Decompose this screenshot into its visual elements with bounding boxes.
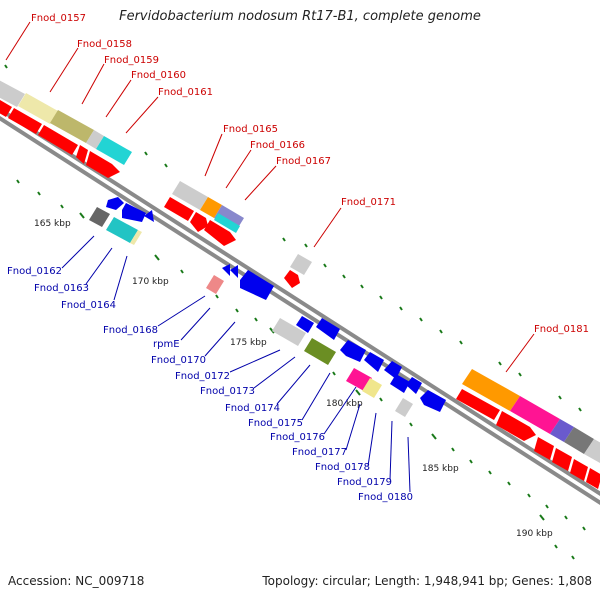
cds-arrow[interactable] xyxy=(204,220,236,246)
cds-arrow[interactable] xyxy=(164,197,194,221)
scale-label: 170 kbp xyxy=(132,277,169,287)
gene-feature[interactable] xyxy=(395,398,413,417)
cds-arrow[interactable] xyxy=(86,151,120,178)
gene-feature[interactable] xyxy=(564,427,594,454)
cds-arrow[interactable] xyxy=(144,210,154,222)
gene-feature[interactable] xyxy=(272,318,306,346)
gene-feature[interactable] xyxy=(510,396,560,434)
gene-label-forward[interactable]: Fnod_0160 xyxy=(131,70,186,81)
cds-arrow[interactable] xyxy=(420,390,446,412)
gene-feature[interactable] xyxy=(0,78,25,107)
scale-ticks-outer xyxy=(4,64,582,412)
gene-label-forward[interactable]: Fnod_0166 xyxy=(250,140,305,151)
gene-label-forward[interactable]: Fnod_0171 xyxy=(341,197,396,208)
topology-text: Topology: circular; Length: 1,948,941 bp… xyxy=(262,574,592,588)
gene-feature[interactable] xyxy=(172,181,208,210)
gene-label-reverse[interactable]: Fnod_0177 xyxy=(292,447,347,458)
gene-label-reverse[interactable]: Fnod_0178 xyxy=(315,462,370,473)
forward-labels xyxy=(5,21,535,373)
cds-arrow[interactable] xyxy=(38,125,78,155)
gene-label-forward[interactable]: Fnod_0165 xyxy=(223,124,278,135)
scale-label: 185 kbp xyxy=(422,464,459,474)
cds-arrow[interactable] xyxy=(316,318,340,340)
reverse-labels xyxy=(61,235,411,493)
gene-label-reverse[interactable]: Fnod_0168 xyxy=(103,325,158,336)
gene-feature[interactable] xyxy=(346,368,372,391)
cds-arrow[interactable] xyxy=(8,108,42,134)
scale-ticks-inner xyxy=(16,179,586,560)
reverse-features xyxy=(89,197,446,417)
gene-label-forward[interactable]: Fnod_0158 xyxy=(77,39,132,50)
gene-label-forward[interactable]: Fnod_0157 xyxy=(31,13,86,24)
cds-arrow[interactable] xyxy=(340,340,366,362)
cds-arrow[interactable] xyxy=(284,270,300,288)
backbone-inner xyxy=(0,116,600,505)
scale-label: 190 kbp xyxy=(516,529,553,539)
gene-label-reverse[interactable]: Fnod_0174 xyxy=(225,403,280,414)
gene-label-reverse[interactable]: rpmE xyxy=(153,339,180,350)
cds-arrow[interactable] xyxy=(122,203,146,222)
gene-label-forward[interactable]: Fnod_0159 xyxy=(104,55,159,66)
cds-arrow[interactable] xyxy=(190,212,208,232)
gene-feature[interactable] xyxy=(86,130,104,149)
cds-arrow[interactable] xyxy=(240,270,274,300)
gene-label-reverse[interactable]: Fnod_0164 xyxy=(61,300,116,311)
gene-feature[interactable] xyxy=(206,275,224,294)
cds-arrow[interactable] xyxy=(222,264,230,276)
gene-label-forward[interactable]: Fnod_0181 xyxy=(534,324,589,335)
cds-arrow[interactable] xyxy=(384,361,402,379)
gene-label-forward[interactable]: Fnod_0161 xyxy=(158,87,213,98)
gene-label-reverse[interactable]: Fnod_0175 xyxy=(248,418,303,429)
gene-feature[interactable] xyxy=(550,419,574,442)
gene-feature[interactable] xyxy=(89,207,110,227)
gene-label-forward[interactable]: Fnod_0167 xyxy=(276,156,331,167)
cds-arrow[interactable] xyxy=(570,459,588,481)
cds-arrow[interactable] xyxy=(296,316,314,333)
gene-feature[interactable] xyxy=(462,369,520,411)
cds-arrow[interactable] xyxy=(76,145,88,164)
gene-feature[interactable] xyxy=(290,254,312,275)
scale-label: 175 kbp xyxy=(230,338,267,348)
cds-arrow[interactable] xyxy=(534,437,554,460)
gene-feature[interactable] xyxy=(362,378,382,398)
cds-arrow[interactable] xyxy=(496,411,536,441)
cds-arrow[interactable] xyxy=(106,197,124,210)
gene-label-reverse[interactable]: Fnod_0180 xyxy=(358,492,413,503)
cds-arrow[interactable] xyxy=(586,468,600,489)
cds-arrow[interactable] xyxy=(364,352,384,372)
cds-arrow[interactable] xyxy=(0,97,12,117)
gene-label-reverse[interactable]: Fnod_0176 xyxy=(270,432,325,443)
gene-feature[interactable] xyxy=(584,439,600,463)
cds-arrow[interactable] xyxy=(390,374,410,393)
gene-label-reverse[interactable]: Fnod_0163 xyxy=(34,283,89,294)
map-title: Fervidobacterium nodosum Rt17-B1, comple… xyxy=(119,9,481,24)
gene-feature[interactable] xyxy=(106,217,138,243)
gene-label-reverse[interactable]: Fnod_0162 xyxy=(7,266,62,277)
scale-label: 165 kbp xyxy=(34,219,71,229)
cds-arrow[interactable] xyxy=(552,448,572,471)
gene-feature[interactable] xyxy=(214,213,240,233)
gene-feature[interactable] xyxy=(200,197,222,218)
gene-label-reverse[interactable]: Fnod_0173 xyxy=(200,386,255,397)
gene-feature[interactable] xyxy=(130,230,142,245)
accession-text: Accession: NC_009718 xyxy=(8,574,145,588)
gene-feature[interactable] xyxy=(18,93,58,124)
gene-feature[interactable] xyxy=(304,338,336,365)
cds-arrow[interactable] xyxy=(230,265,238,278)
forward-features xyxy=(0,78,600,489)
gene-label-reverse[interactable]: Fnod_0179 xyxy=(337,477,392,488)
cds-arrow[interactable] xyxy=(406,377,422,394)
gene-feature[interactable] xyxy=(96,136,132,165)
gene-label-reverse[interactable]: Fnod_0170 xyxy=(151,355,206,366)
gene-feature[interactable] xyxy=(50,110,94,143)
cds-arrow[interactable] xyxy=(456,389,500,420)
gene-label-reverse[interactable]: Fnod_0172 xyxy=(175,371,230,382)
